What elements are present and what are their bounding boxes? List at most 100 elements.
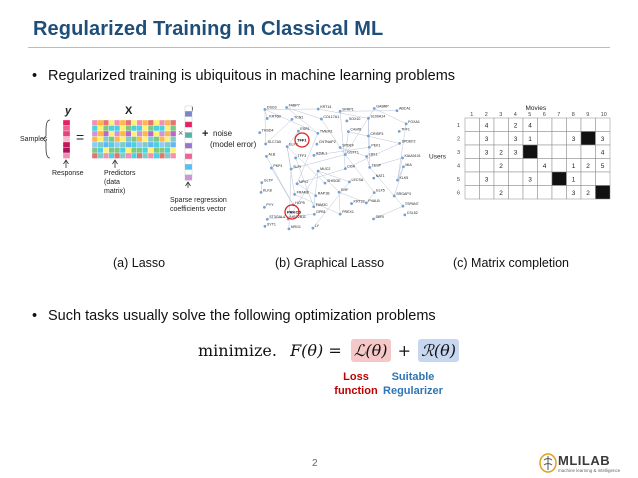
x-matrix-cell xyxy=(136,136,143,143)
network-edge xyxy=(313,147,370,156)
caption-graphical-lasso: (b) Graphical Lasso xyxy=(275,256,385,270)
network-node-label: SFRP1 xyxy=(342,107,354,111)
predictors-label: Predictors xyxy=(104,170,136,177)
matrix-cell-value: 2 xyxy=(586,163,590,170)
x-matrix-cell xyxy=(103,147,109,154)
matrix-cell xyxy=(551,144,567,159)
network-node-label: ELF3 xyxy=(289,143,298,147)
x-matrix-cell xyxy=(142,136,149,143)
x-matrix-cell xyxy=(136,141,143,148)
network-node xyxy=(338,146,342,149)
x-matrix-cell xyxy=(125,147,132,154)
x-matrix-cell xyxy=(164,125,171,132)
matrix-cell xyxy=(537,144,553,159)
network-node xyxy=(365,155,369,158)
theta-vector-cell xyxy=(184,169,193,176)
network-node-label: PYY xyxy=(266,203,274,207)
matrix-cell-value: 3 xyxy=(572,136,576,143)
matrix-cell-value: 4 xyxy=(528,122,532,129)
matrix-cell xyxy=(522,185,538,200)
network-node xyxy=(343,167,347,171)
network-edge xyxy=(373,205,403,220)
network-edge xyxy=(313,171,319,207)
x-matrix-cell xyxy=(131,152,137,159)
x-label: X xyxy=(125,105,133,117)
x-matrix-cell xyxy=(142,147,149,154)
noise-sub-label: (model error) xyxy=(210,140,257,149)
matrix-cell xyxy=(537,117,553,132)
network-node-label: KRT23 xyxy=(354,200,365,204)
network-node-label: KRT6B xyxy=(269,114,281,118)
network-node-label: NPY2 xyxy=(299,180,308,184)
y-vector-cell xyxy=(62,152,71,159)
x-matrix-cell xyxy=(103,119,109,126)
network-node xyxy=(372,107,376,110)
network-node xyxy=(269,166,273,170)
x-matrix-cell xyxy=(131,136,137,143)
network-node-label: TSPAN7 xyxy=(405,202,419,206)
formula-regularizer-term: ℛ(θ) xyxy=(418,339,460,362)
network-node xyxy=(372,176,376,180)
x-matrix-cell xyxy=(91,141,98,148)
formula-loss-term: ℒ(θ) xyxy=(350,339,391,362)
network-node-label: A2ML1 xyxy=(316,151,327,155)
network-node-label: TFF1 xyxy=(401,127,410,131)
network-node-label: UGT2B11 xyxy=(290,215,306,219)
network-node-label: MUC2 xyxy=(320,167,330,171)
network-node-label: ELF5 xyxy=(376,189,385,193)
network-edge xyxy=(264,109,266,144)
network-edge xyxy=(374,108,407,125)
network-edge xyxy=(368,135,370,168)
network-node-label: ABCA1 xyxy=(399,107,411,111)
network-node-label: C4orf8 xyxy=(350,128,361,132)
network-node-label: TMEM1 xyxy=(320,129,333,133)
network-node-label: TFF3 xyxy=(298,154,307,158)
x-matrix-cell xyxy=(119,136,126,143)
network-edge xyxy=(345,143,400,169)
matrix-cell xyxy=(580,171,596,186)
optimization-formula: minimize. F(θ) = ℒ(θ) + ℛ(θ) xyxy=(198,339,460,369)
x-matrix-cell xyxy=(153,141,160,148)
movie-column-header: 10 xyxy=(601,112,607,118)
x-matrix-cell xyxy=(170,152,177,159)
network-edge xyxy=(296,183,316,196)
x-matrix-cell xyxy=(108,141,115,148)
network-node xyxy=(372,217,375,221)
x-matrix-cell xyxy=(170,130,177,137)
network-node xyxy=(294,156,298,160)
network-edge xyxy=(340,147,367,157)
network-node xyxy=(320,117,323,121)
network-node xyxy=(316,169,320,173)
network-node-label: FABP7 xyxy=(289,103,300,107)
formula-objective: F(θ) = xyxy=(290,341,342,360)
x-matrix-cell xyxy=(147,147,154,154)
matrix-cell-value: 3 xyxy=(514,136,518,143)
x-matrix-cell xyxy=(153,147,160,154)
user-row-header: 6 xyxy=(457,190,460,196)
matrix-cell xyxy=(508,171,524,186)
movie-column-header: 4 xyxy=(514,112,517,118)
network-node-label: S100A14 xyxy=(370,114,385,118)
network-edge xyxy=(265,119,293,145)
network-node-label: CRISP3 xyxy=(370,132,383,136)
network-node xyxy=(312,205,316,209)
x-matrix-cell xyxy=(108,119,115,126)
response-arrow-head xyxy=(63,159,69,165)
x-matrix-cell xyxy=(136,130,143,137)
x-matrix-cell xyxy=(164,141,171,148)
x-matrix-cell xyxy=(119,125,126,132)
matrix-cell xyxy=(522,158,538,173)
user-row-header: 2 xyxy=(457,136,460,142)
movie-column-header: 8 xyxy=(572,112,575,118)
x-matrix-cell xyxy=(114,119,121,126)
network-node xyxy=(285,145,289,149)
logo-subtitle: machine learning & intelligence xyxy=(558,468,621,473)
network-node xyxy=(395,109,399,113)
samples-label: Samples xyxy=(20,136,48,143)
x-matrix-cell xyxy=(131,147,137,154)
network-node xyxy=(262,205,266,209)
x-matrix-cell xyxy=(103,141,109,148)
equals-sign: = xyxy=(76,129,84,145)
network-node xyxy=(323,181,327,185)
network-node-label: GABRP xyxy=(376,104,389,108)
